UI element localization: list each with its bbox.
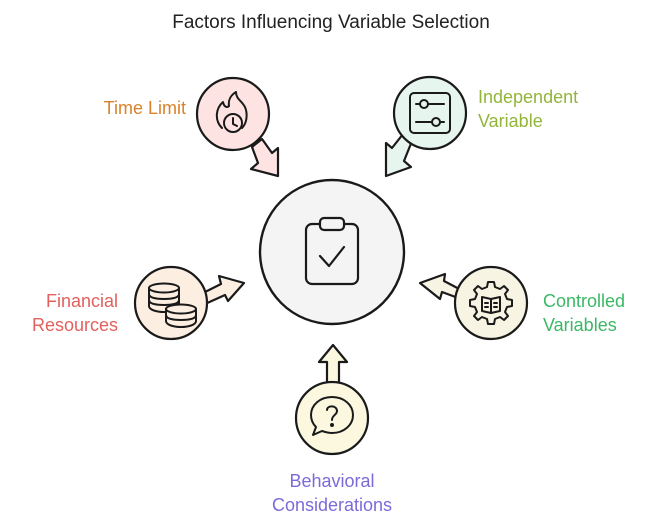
hub [258,178,406,326]
label-financial-resources: Financial Resources [8,289,118,337]
factor-time-limit [195,76,271,152]
arrow-financial-resources [199,274,246,306]
arrow-time-limit-shape [249,137,280,178]
gear-book-icon [469,281,513,325]
factor-financial-resources [133,265,209,341]
label-behavioral-considerations: Behavioral Considerations [232,469,432,517]
label-independent-variable-line-2: Variable [478,111,543,131]
hub-circle [258,178,406,326]
arrow-financial-resources-shape [199,274,246,306]
label-controlled-variables-line-1: Controlled [543,291,626,311]
label-time-limit: Time Limit [40,96,186,120]
factor-behavioral-considerations [294,380,370,456]
clipboard-check-icon [304,216,360,286]
label-controlled-variables: Controlled Variables [543,289,653,337]
label-behavioral-considerations-line-1: Behavioral [289,471,375,491]
question-bubble-icon [310,396,354,436]
label-financial-resources-line-1: Financial [45,291,118,311]
label-independent-variable: Independent Variable [478,85,638,133]
label-behavioral-considerations-line-2: Considerations [271,495,393,515]
arrow-behavioral-considerations [317,343,349,388]
arrow-time-limit [249,137,280,178]
diagram-title: Factors Influencing Variable Selection [172,12,490,33]
label-time-limit-line-1: Time Limit [103,98,186,118]
clock-fire-icon [215,91,248,133]
arrow-behavioral-considerations-shape [317,343,349,388]
label-financial-resources-line-2: Resources [31,315,118,335]
sliders-icon [409,92,451,134]
label-independent-variable-line-1: Independent [478,87,579,107]
coins-stack-icon [148,282,197,329]
factor-independent-variable [392,75,468,151]
label-controlled-variables-line-2: Variables [543,315,617,335]
factor-independent-variable-circle [392,75,468,151]
factor-controlled-variables [453,265,529,341]
